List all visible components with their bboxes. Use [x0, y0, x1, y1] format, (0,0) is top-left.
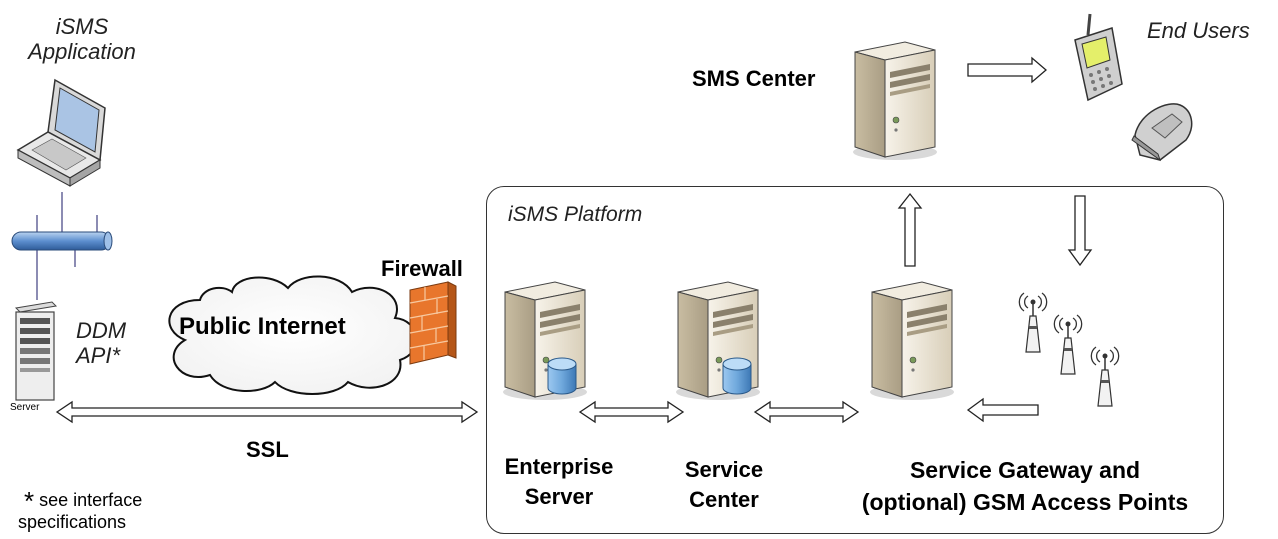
end-users-label: End Users	[1147, 18, 1250, 43]
isms-platform-boundary	[486, 186, 1224, 534]
service-gateway-server-icon	[869, 281, 955, 401]
platform-title: iSMS Platform	[508, 203, 643, 226]
mobile-phone-icon	[1074, 13, 1123, 102]
public-internet-label: Public Internet	[179, 313, 346, 340]
towers-to-gateway-arrow	[966, 397, 1039, 423]
server-caption: Server	[10, 402, 40, 413]
firewall-icon	[409, 281, 457, 365]
enterprise-server-label: Enterprise Server	[488, 452, 630, 513]
service-center-label: Service Center	[668, 455, 780, 516]
sms-center-to-end-users-arrow	[967, 56, 1047, 84]
sms-center-server-icon	[852, 41, 938, 161]
sms-center-label: SMS Center	[692, 66, 816, 91]
ddm-api-line1: DDM	[76, 318, 127, 343]
end-users-to-towers-arrow	[1067, 195, 1093, 267]
ddm-api-line2: API*	[76, 343, 121, 369]
footnote-mark: *	[24, 486, 35, 516]
service-gateway-line1: Service Gateway and	[909, 457, 1141, 483]
service-center-line1: Service	[684, 457, 764, 482]
flip-phone-icon	[1131, 103, 1193, 162]
gsm-tower-icon	[1053, 314, 1083, 375]
enterprise-database-icon	[547, 357, 577, 395]
app-label-line1: iSMS	[55, 14, 109, 39]
footnote-line2: specifications	[18, 512, 127, 532]
ssl-label: SSL	[246, 437, 289, 462]
service-center-gateway-arrow	[753, 400, 860, 424]
firewall-label: Firewall	[381, 256, 463, 281]
service-gateway-label: Service Gateway and (optional) GSM Acces…	[852, 455, 1198, 518]
service-center-line2: Center	[689, 487, 759, 513]
ddm-api-label: DDM API*	[76, 318, 126, 369]
footnote-line1: see interface	[39, 490, 143, 510]
gateway-to-sms-center-arrow	[897, 192, 923, 267]
network-bus-icon	[11, 231, 113, 251]
app-label-line2: Application	[28, 39, 136, 65]
enterprise-server-line1: Enterprise	[504, 454, 614, 479]
service-center-database-icon	[722, 357, 752, 395]
enterprise-service-center-arrow	[578, 400, 685, 424]
gsm-tower-icon	[1090, 346, 1120, 407]
laptop-icon	[16, 78, 106, 187]
gsm-tower-icon	[1018, 292, 1048, 353]
enterprise-server-line2: Server	[524, 484, 594, 510]
cloud-icon	[168, 275, 418, 395]
app-label: iSMS Application	[20, 14, 144, 65]
rack-server-icon	[14, 301, 58, 401]
service-gateway-line2: (optional) GSM Access Points	[861, 488, 1189, 515]
ssl-double-arrow	[55, 400, 479, 424]
footnote: * see interface	[24, 483, 143, 516]
